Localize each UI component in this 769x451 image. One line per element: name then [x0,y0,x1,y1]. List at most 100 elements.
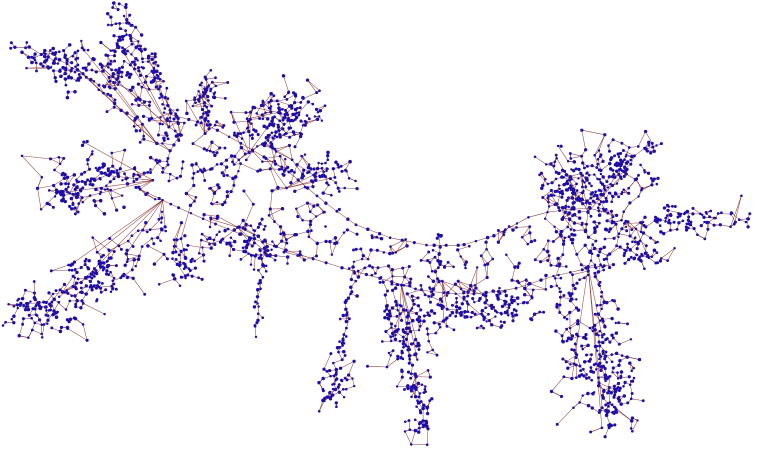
graph-node [316,203,320,207]
graph-node [203,75,207,79]
graph-edge [110,189,123,196]
graph-edge [37,185,54,189]
graph-node [402,284,405,287]
graph-node [237,158,241,162]
graph-edge [123,273,134,279]
graph-node [579,263,583,267]
graph-node [131,85,135,90]
graph-node [233,154,237,159]
graph-edge [118,240,129,247]
graph-node [206,86,209,89]
graph-node [273,159,277,163]
graph-edge [581,129,605,136]
graph-edge [162,200,166,227]
graph-node [404,238,407,241]
graph-edge [543,240,549,250]
graph-edge [731,212,740,220]
graph-node [116,45,120,49]
graph-node [43,48,47,53]
graph-nodes [1,1,752,447]
graph-node [305,186,310,190]
graph-edge [83,141,153,181]
graph-node [82,48,86,52]
graph-edge [162,164,169,173]
graph-node [589,259,593,262]
graph-node [433,255,437,259]
graph-edge [442,280,486,296]
graph-edge [473,292,487,295]
graph-edge [217,130,230,138]
graph-edge [168,121,178,128]
graph-node [250,136,254,140]
graph-node [361,254,365,258]
graph-node [386,264,391,268]
graph-node [30,55,34,59]
graph-node [634,227,638,231]
graph-edge [303,92,317,99]
graph-edge [107,250,110,261]
graph-node [324,239,328,244]
graph-node [244,158,248,162]
graph-node [442,291,446,295]
graph-edge [612,372,619,379]
graph-node [425,243,428,247]
graph-edge [109,238,120,247]
graph-node [327,183,330,187]
graph-node [267,100,271,104]
graph-edge [642,184,652,189]
graph-node [198,83,202,87]
graph-node [517,261,521,265]
graph-node [157,87,161,91]
graph-node [193,199,196,203]
graph-node [248,134,252,137]
graph-node [587,273,590,277]
graph-node [139,33,144,37]
graph-edge [54,163,61,171]
graph-edge [158,123,161,136]
graph-edge [506,254,516,268]
graph-node [168,116,172,120]
graph-node [161,103,164,106]
graph-node [64,72,68,75]
graph-node [223,96,227,100]
graph-node [400,283,403,287]
graph-node [474,239,478,243]
graph-node [379,236,384,241]
graph-node [111,72,116,76]
graph-node [149,80,154,84]
graph-node [407,264,411,269]
graph-node [76,63,80,67]
graph-edge [83,303,105,315]
graph-node [137,103,141,107]
graph-node [597,221,601,225]
graph-edge [572,270,589,275]
graph-node [326,158,330,161]
graph-edge [138,180,153,188]
graph-edge [627,221,631,237]
graph-node [298,134,303,139]
graph-node [236,132,240,136]
graph-node [165,133,169,137]
graph-edge [618,233,631,237]
graph-edge [192,102,205,107]
graph-node [120,35,125,39]
graph-node [473,284,477,287]
graph-node [65,57,69,62]
graph-node [81,72,85,76]
graph-node [472,292,476,296]
graph-edge [296,164,310,173]
graph-edge [158,200,163,220]
graph-edge [481,255,486,266]
graph-edge [444,265,454,268]
graph-node [265,126,269,130]
graph-edge [180,205,191,239]
graph-edge [111,198,117,211]
graph-node [412,241,416,245]
graph-node [133,118,137,122]
graph-node [116,83,120,86]
graph-node [285,238,288,242]
graph-edge [438,281,448,296]
graph-node [394,251,398,254]
graph-node [366,257,370,261]
graph-edge [407,289,422,295]
